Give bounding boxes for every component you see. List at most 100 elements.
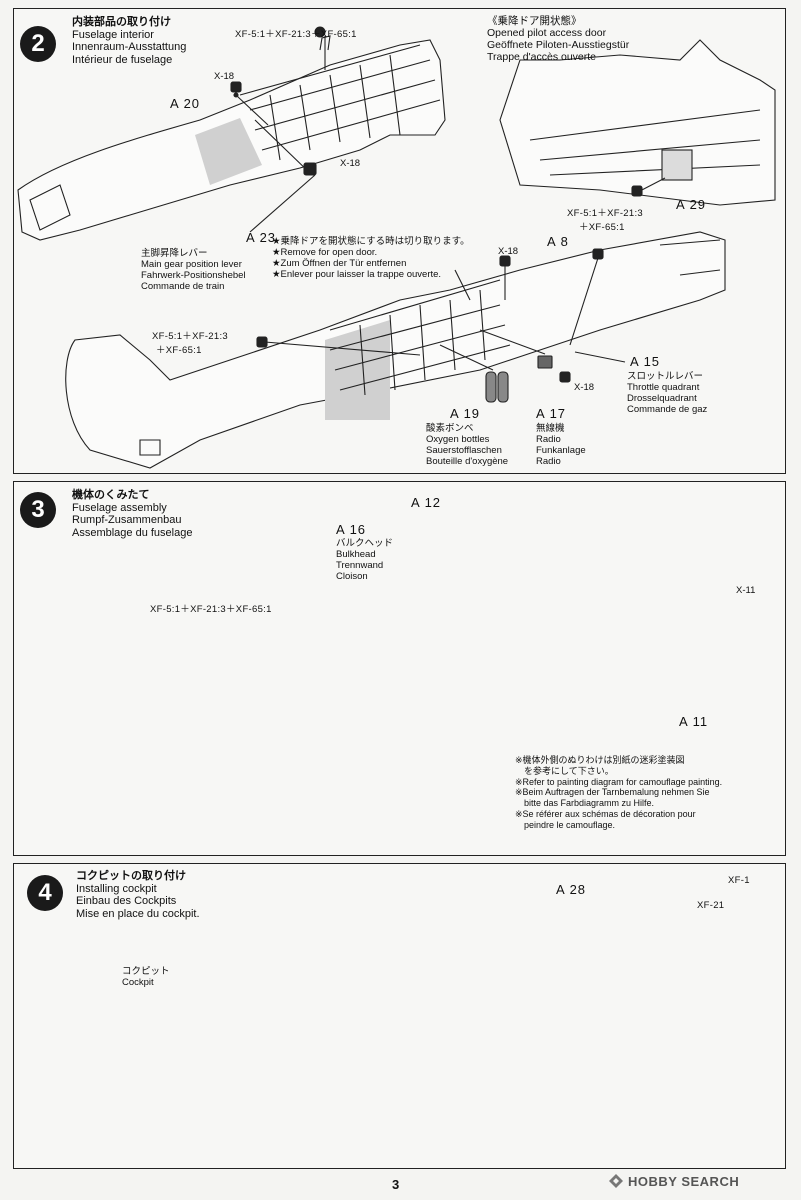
camo-note-jp-1: ※機体外側のぬりわけは別紙の迷彩塗装図: [515, 755, 685, 765]
step-3-number: 3: [20, 492, 56, 528]
part-a19-jp: 酸素ボンベ: [426, 423, 474, 434]
paint-mix-right-2: ＋XF-65:1: [579, 222, 625, 233]
part-x18-label: X-18: [214, 71, 235, 82]
camouflage-note: ※機体外側のぬりわけは別紙の迷彩塗装図 を参考にして下さい。 ※Refer to…: [515, 755, 722, 831]
step2-fuselage-half-left: [17, 35, 446, 241]
step-4-title-jp: コクピットの取り付け: [76, 870, 186, 882]
part-a15-fr: Commande de gaz: [627, 404, 708, 415]
part-a16-description: バルクヘッド Bulkhead Trennwand Cloison: [336, 538, 393, 582]
step-3-title-jp: 機体のくみたて: [72, 489, 150, 501]
part-a16-label: A 16: [336, 522, 367, 537]
cockpit-label-en: Cockpit: [122, 977, 154, 988]
step-2-title-en: Fuselage interior: [72, 28, 154, 41]
step-2-title-jp: 内装部品の取り付け: [72, 16, 171, 28]
part-x18-label: X-18: [340, 158, 361, 169]
paint-mix-left-2: ＋XF-65:1: [156, 345, 202, 356]
step-3-panel: [13, 481, 786, 856]
part-a28-label: A 28: [556, 882, 587, 897]
part-a23-fr: Commande de train: [141, 281, 225, 292]
part-a15-jp: スロットルレバー: [627, 371, 704, 382]
step2-leader-lines: [236, 36, 326, 233]
part-a19-de: Sauerstofflaschen: [426, 445, 502, 456]
step-4-title-de: Einbau des Cockpits: [76, 895, 177, 907]
part-a12-label: A 12: [411, 495, 442, 510]
part-a20-label: A 20: [170, 96, 201, 111]
camo-note-fr-1: ※Se référer aux schémas de décoration po…: [515, 808, 696, 819]
door-caption-de: Geöffnete Piloten-Ausstiegstür: [487, 39, 630, 51]
paint-mix-left-1: XF-5:1＋XF-21:3: [152, 331, 229, 342]
part-a15-de: Drosselquadrant: [627, 393, 697, 404]
part-a29-label: A 29: [676, 197, 707, 212]
step-4-title-fr: Mise en place du cockpit.: [76, 907, 200, 920]
part-a17-description: 無線機 Radio Funkanlage Radio: [536, 423, 586, 467]
step2-lower-fasteners: [256, 248, 604, 403]
part-a15-label: A 15: [630, 354, 661, 369]
part-a23-label: A 23: [246, 230, 277, 245]
paint-mix-left: XF-5:1＋XF-21:3 ＋XF-65:1: [152, 328, 228, 356]
paint-xf21-label: XF-21: [697, 900, 725, 911]
paint-xf1-label: XF-1: [728, 875, 750, 886]
camo-note-de-2: bitte das Farbdiagramm zu Hilfe.: [524, 798, 655, 809]
part-a16-de: Trennwand: [336, 560, 384, 571]
part-a17-en: Radio: [536, 434, 561, 445]
watermark: HOBBY SEARCH: [628, 1174, 740, 1189]
part-x11-label: X-11: [736, 585, 756, 596]
step-2-title-fr: Intérieur de fuselage: [72, 53, 173, 66]
step2-lower-leaders: [264, 257, 626, 371]
part-x18-label: X-18: [574, 382, 595, 393]
step-3-title-fr: Assemblage du fuselage: [72, 526, 193, 539]
hobby-search-logo-icon: [609, 1174, 623, 1188]
step-3-title-en: Fuselage assembly: [72, 501, 167, 514]
door-caption-jp: 《乗降ドア開状態》: [487, 15, 582, 27]
part-a17-jp: 無線機: [536, 423, 565, 434]
part-a16-en: Bulkhead: [336, 549, 376, 560]
part-a15-en: Throttle quadrant: [627, 382, 700, 393]
camo-note-de-1: ※Beim Auftragen der Tarnbemalung nehmen …: [515, 787, 710, 798]
door-note-jp: ★乗降ドアを開状態にする時は切り取ります。: [272, 236, 470, 247]
camo-note-fr-2: peindre le camouflage.: [524, 819, 616, 830]
part-a19-en: Oxygen bottles: [426, 434, 490, 445]
cockpit-label-jp: コクピット: [122, 966, 170, 977]
part-a16-jp: バルクヘッド: [336, 538, 394, 549]
step2-door-inset: [499, 39, 776, 206]
step-2-number: 2: [20, 26, 56, 62]
door-caption-en: Opened pilot access door: [487, 27, 607, 39]
step-3-title-de: Rumpf-Zusammenbau: [72, 514, 182, 526]
part-a17-de: Funkanlage: [536, 445, 586, 456]
door-caption-fr: Trappe d'accès ouverte: [487, 51, 597, 63]
paint-mix-right: XF-5:1＋XF-21:3 ＋XF-65:1: [567, 205, 643, 233]
part-a11-label: A 11: [679, 714, 709, 729]
step-4-number: 4: [27, 875, 63, 911]
door-note-de: ★Zum Öffnen der Tür entfernen: [272, 258, 407, 269]
door-note-en: ★Remove for open door.: [272, 247, 378, 258]
part-a23-en: Main gear position lever: [141, 259, 242, 270]
camo-note-en: ※Refer to painting diagram for camouflag…: [515, 776, 723, 787]
step-2-title: 内装部品の取り付け Fuselage interior Innenraum-Au…: [72, 16, 186, 66]
step-2-title-de: Innenraum-Ausstattung: [72, 41, 187, 53]
part-a19-description: 酸素ボンベ Oxygen bottles Sauerstofflaschen B…: [426, 423, 508, 467]
paint-mix-label: XF-5:1＋XF-21:3＋XF-65:1: [235, 29, 357, 40]
part-a8-label: A 8: [547, 234, 569, 249]
door-inset-caption: 《乗降ドア開状態》 Opened pilot access door Geöff…: [487, 15, 629, 63]
step2-fasteners: [230, 26, 326, 176]
part-a23-description: 主脚昇降レバー Main gear position lever Fahrwer…: [141, 248, 246, 292]
cockpit-label: コクピット Cockpit: [122, 966, 170, 988]
door-note: ★乗降ドアを開状態にする時は切り取ります。 ★Remove for open d…: [272, 236, 470, 280]
part-a15-description: スロットルレバー Throttle quadrant Drosselquadra…: [627, 371, 707, 415]
page-number: 3: [392, 1177, 400, 1192]
step-4-title-en: Installing cockpit: [76, 882, 157, 895]
part-a19-fr: Bouteille d'oxygène: [426, 456, 509, 467]
part-x18-label: X-18: [498, 246, 519, 257]
step-3-title: 機体のくみたて Fuselage assembly Rumpf-Zusammen…: [72, 489, 192, 539]
step-4-panel: [13, 863, 786, 1169]
part-a17-fr: Radio: [536, 456, 561, 467]
part-a23-jp: 主脚昇降レバー: [141, 248, 208, 259]
paint-mix-label: XF-5:1＋XF-21:3＋XF-65:1: [150, 604, 272, 615]
part-a17-label: A 17: [536, 406, 567, 421]
step-4-title: コクピットの取り付け Installing cockpit Einbau des…: [76, 870, 200, 920]
paint-mix-right-1: XF-5:1＋XF-21:3: [567, 208, 644, 219]
part-a16-fr: Cloison: [336, 571, 368, 582]
part-a19-label: A 19: [450, 406, 481, 421]
camo-note-jp-2: を参考にして下さい。: [524, 765, 614, 776]
door-note-fr: ★Enlever pour laisser la trappe ouverte.: [272, 269, 442, 280]
